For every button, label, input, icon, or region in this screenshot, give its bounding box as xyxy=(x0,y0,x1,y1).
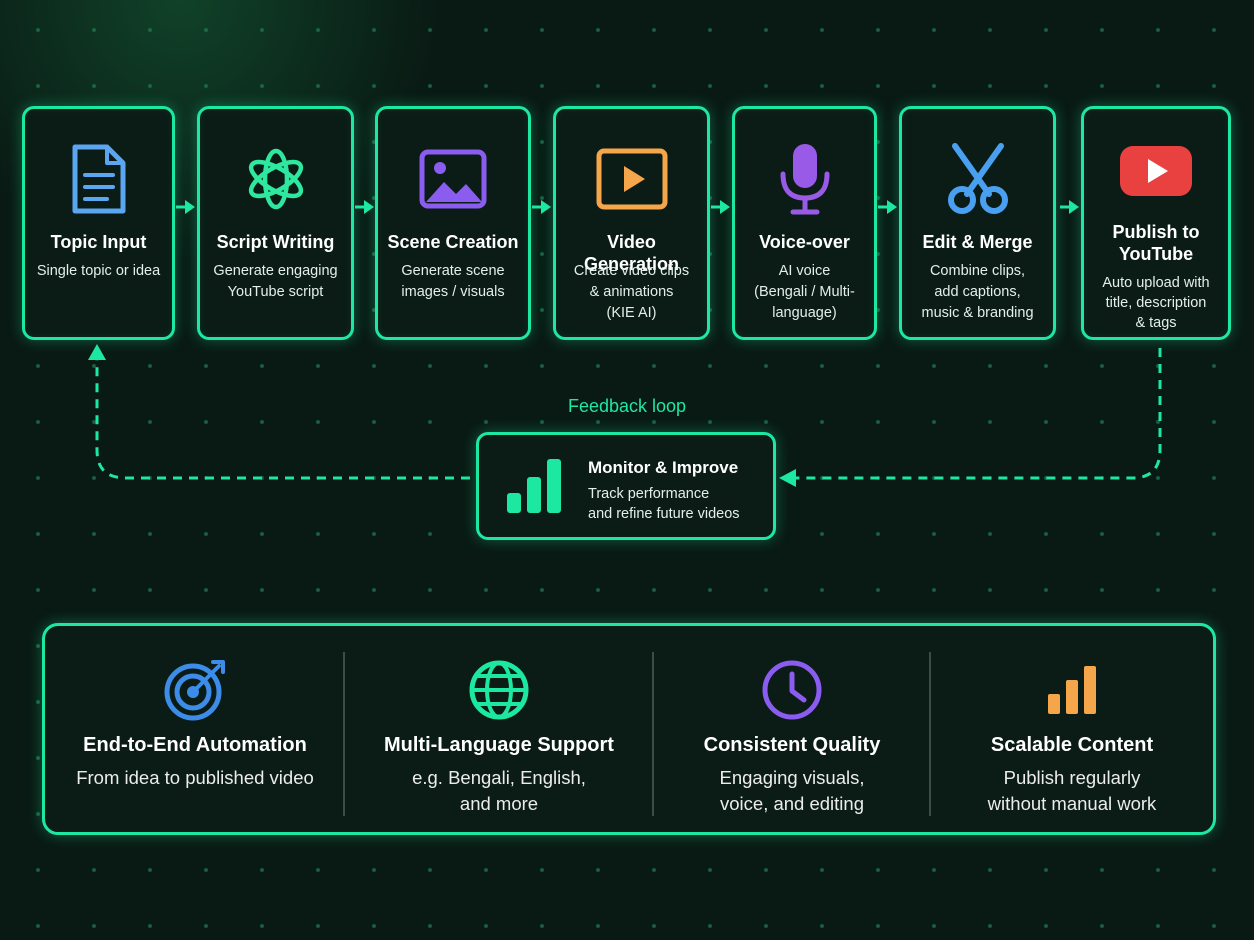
features-panel: End-to-End Automation From idea to publi… xyxy=(42,623,1216,835)
step-title: Edit & Merge xyxy=(922,232,1033,252)
flow-arrow-icon xyxy=(176,200,195,214)
step-description: Single topic or idea xyxy=(36,263,161,279)
feature-title: End-to-End Automation xyxy=(83,734,307,756)
feature-divider xyxy=(343,652,345,816)
step-video-generation[interactable]: Video Generation Create video clips & an… xyxy=(553,106,710,340)
step-title: Scene Creation xyxy=(387,232,519,252)
feature-title: Multi-Language Support xyxy=(384,734,614,756)
flow-arrow-icon xyxy=(532,200,551,214)
flow-arrow-icon xyxy=(711,200,730,214)
feature-multi-language: Multi-Language Support e.g. Bengali, Eng… xyxy=(345,626,653,832)
feature-description: From idea to published video xyxy=(76,767,314,788)
flow-arrow-icon xyxy=(878,200,897,214)
step-scene-creation[interactable]: Scene Creation Generate scene images / v… xyxy=(375,106,531,340)
scissors-icon xyxy=(902,139,1053,219)
monitor-improve-box[interactable]: Monitor & Improve Track performance and … xyxy=(476,432,776,540)
step-description: Generate scene images / visuals xyxy=(401,263,505,300)
image-icon xyxy=(378,139,528,219)
step-title: Video Generation xyxy=(583,232,680,274)
feature-description: Engaging visuals, voice, and editing xyxy=(719,767,865,814)
step-voice-over[interactable]: Voice-over AI voice (Bengali / Multi- la… xyxy=(732,106,877,340)
microphone-icon xyxy=(735,139,874,219)
clock-icon xyxy=(654,658,930,722)
feature-scalable-content: Scalable Content Publish regularly witho… xyxy=(931,626,1213,832)
bar-chart-icon xyxy=(931,658,1213,722)
step-description: Auto upload with title, description & ta… xyxy=(1102,275,1210,331)
play-icon xyxy=(556,139,707,219)
step-publish-youtube[interactable]: Publish to YouTube Auto upload with titl… xyxy=(1081,106,1231,340)
step-description: AI voice (Bengali / Multi- language) xyxy=(754,263,855,321)
openai-logo-icon xyxy=(200,139,351,219)
feature-end-to-end: End-to-End Automation From idea to publi… xyxy=(45,626,345,832)
feature-description: Publish regularly without manual work xyxy=(987,767,1157,814)
monitor-title: Monitor & Improve xyxy=(588,458,739,477)
step-title: Script Writing xyxy=(216,232,335,252)
feedback-loop-label: Feedback loop xyxy=(567,396,687,416)
step-title: Publish to YouTube xyxy=(1112,222,1200,264)
monitor-description: Track performance and refine future vide… xyxy=(588,486,740,522)
feature-divider xyxy=(652,652,654,816)
feature-title: Scalable Content xyxy=(990,734,1154,756)
step-title: Topic Input xyxy=(50,232,147,252)
target-icon xyxy=(45,658,345,722)
step-edit-merge[interactable]: Edit & Merge Combine clips, add captions… xyxy=(899,106,1056,340)
step-title: Voice-over xyxy=(759,232,850,252)
step-description: Create video clips & animations (KIE AI) xyxy=(573,263,690,321)
step-description: Generate engaging YouTube script xyxy=(213,263,338,300)
feature-consistent-quality: Consistent Quality Engaging visuals, voi… xyxy=(654,626,930,832)
document-icon xyxy=(25,139,172,219)
step-script-writing[interactable]: Script Writing Generate engaging YouTube… xyxy=(197,106,354,340)
step-description: Combine clips, add captions, music & bra… xyxy=(921,263,1034,321)
feature-divider xyxy=(929,652,931,816)
globe-icon xyxy=(345,658,653,722)
feature-description: e.g. Bengali, English, and more xyxy=(412,767,586,814)
feature-title: Consistent Quality xyxy=(703,734,881,756)
bar-chart-icon xyxy=(505,457,565,520)
youtube-icon xyxy=(1084,131,1228,211)
step-topic-input[interactable]: Topic Input Single topic or idea xyxy=(22,106,175,340)
flow-arrow-icon xyxy=(1060,200,1079,214)
flow-arrow-icon xyxy=(355,200,374,214)
